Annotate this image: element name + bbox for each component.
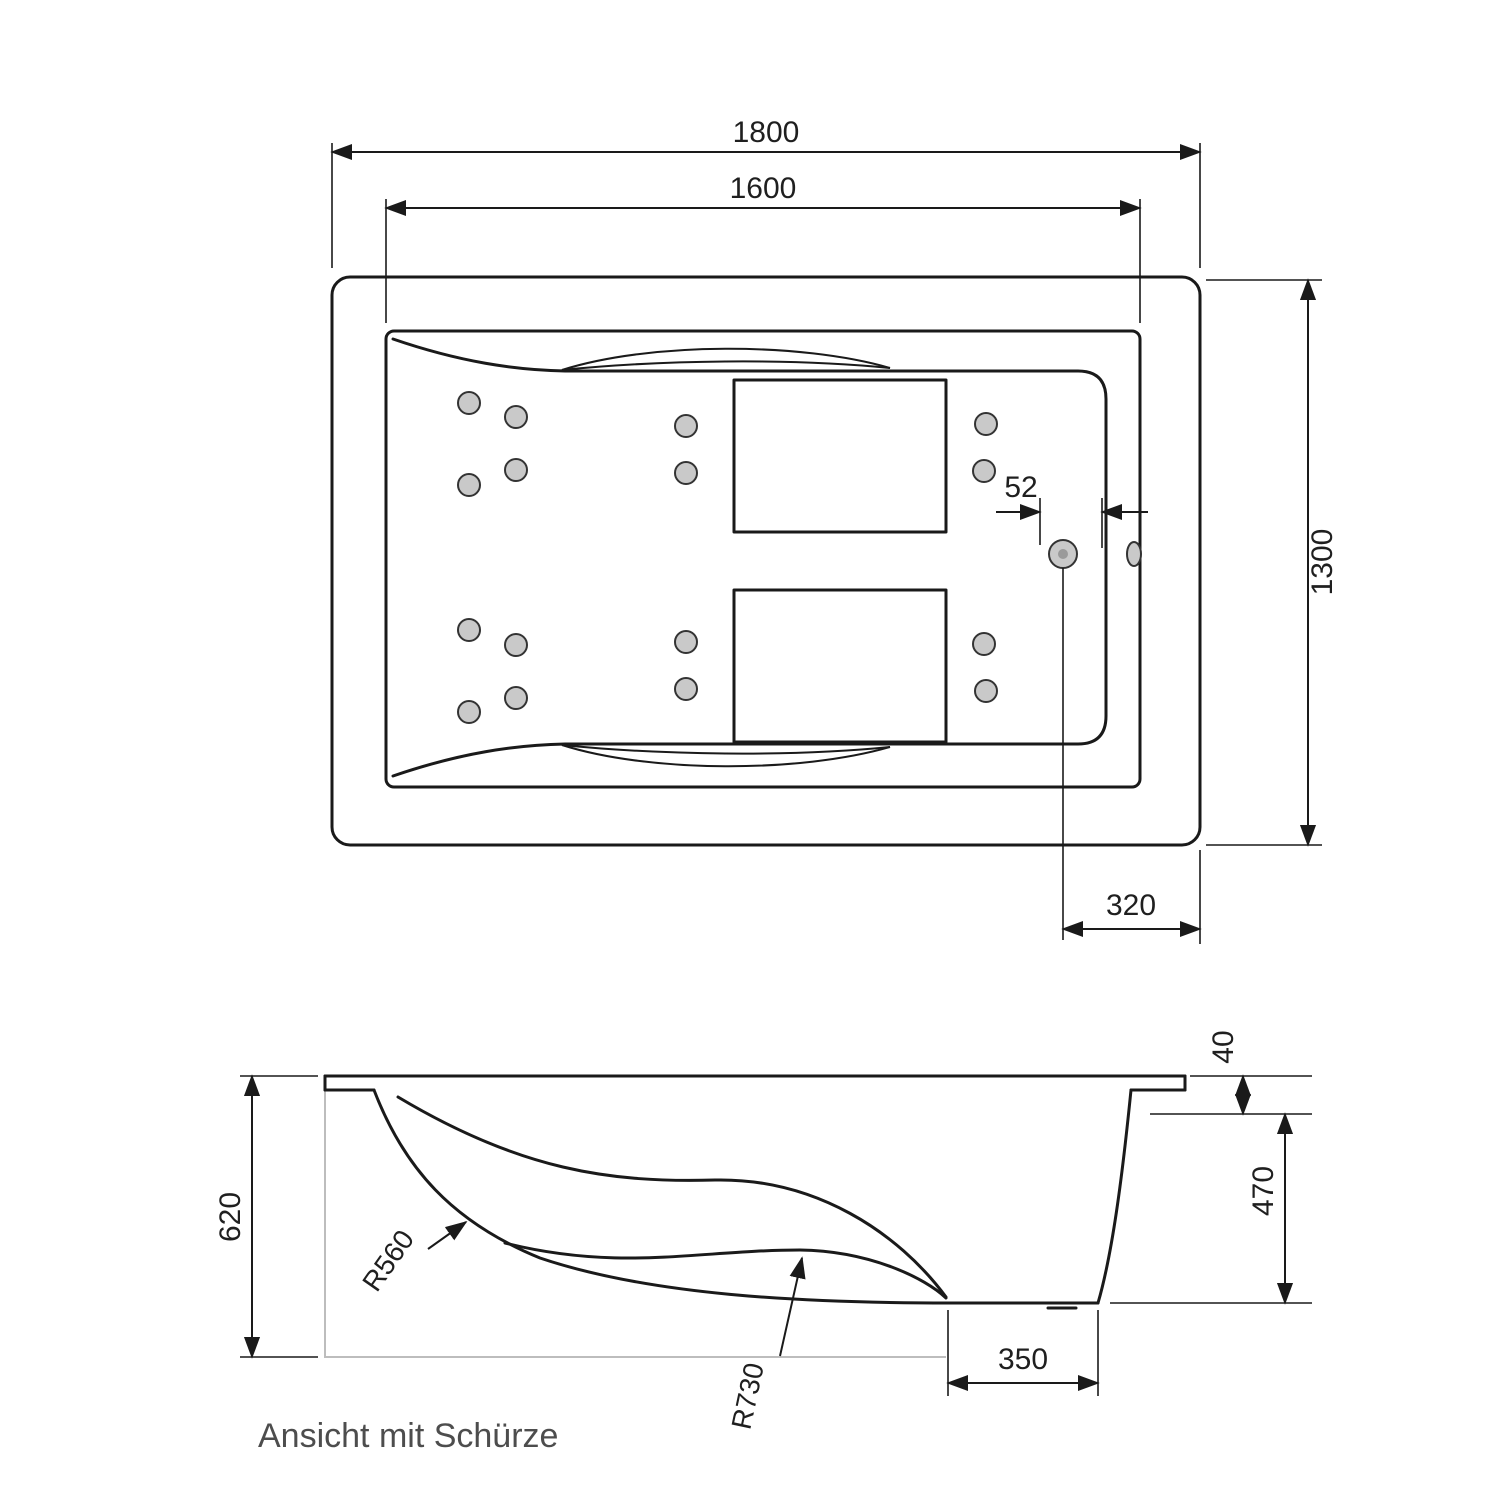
jet-nozzle	[972, 632, 996, 656]
seat-pad-bottom	[732, 588, 948, 744]
headrest-crescent-bottom-chord	[561, 744, 891, 755]
jet-nozzle	[504, 405, 528, 429]
side-view: 620 40 470 350 R560	[214, 1030, 1312, 1455]
dim-470-label: 470	[1247, 1166, 1280, 1216]
jet-nozzle	[972, 459, 996, 483]
dim-620: 620	[214, 1074, 318, 1359]
jet-nozzle	[457, 391, 481, 415]
radius-560: R560	[356, 1220, 468, 1297]
dim-470: 470	[1110, 1112, 1312, 1305]
dim-40-label: 40	[1207, 1030, 1240, 1063]
tub-inner-rim	[384, 329, 1142, 789]
dim-1300: 1300	[1206, 278, 1339, 847]
dim-1800: 1800	[330, 116, 1202, 268]
jet-nozzle	[674, 677, 698, 701]
radius-730-label: R730	[726, 1360, 770, 1432]
jet-nozzles	[457, 391, 998, 724]
jet-nozzle	[974, 412, 998, 436]
dim-350-label: 350	[998, 1343, 1048, 1376]
jet-nozzle	[674, 461, 698, 485]
seat-pad-top	[732, 378, 948, 534]
dim-52-label: 52	[1004, 471, 1037, 504]
jet-nozzle	[674, 414, 698, 438]
profile-seat-upper-wave	[396, 1095, 948, 1299]
drain-group	[1048, 539, 1142, 569]
apron-outline	[324, 1090, 946, 1358]
headrest-crescent-top-chord	[561, 360, 891, 371]
dim-620-label: 620	[214, 1192, 247, 1242]
dim-40: 40	[1150, 1030, 1312, 1116]
dim-320-label: 320	[1106, 889, 1156, 922]
dim-350: 350	[946, 1310, 1100, 1396]
basin-wall	[391, 337, 1108, 778]
dim-1300-label: 1300	[1306, 529, 1339, 596]
headrest-crescent-top	[561, 347, 891, 371]
drain-core	[1058, 549, 1068, 559]
view-caption: Ansicht mit Schürze	[258, 1417, 558, 1455]
profile-seat-lower-wave	[503, 1241, 948, 1300]
jet-nozzle	[974, 679, 998, 703]
jet-nozzle	[457, 700, 481, 724]
dim-320: 320	[1061, 568, 1202, 944]
jet-nozzle	[457, 618, 481, 642]
radius-560-label: R560	[356, 1224, 420, 1297]
jet-nozzle	[504, 458, 528, 482]
headrest-crescent-bottom	[561, 744, 891, 768]
tub-outer-rect	[330, 275, 1202, 847]
overflow-icon	[1126, 541, 1142, 567]
dim-1800-label: 1800	[733, 116, 800, 149]
dim-52: 52	[996, 471, 1148, 548]
jet-nozzle	[674, 630, 698, 654]
jet-nozzle	[457, 473, 481, 497]
jet-nozzle	[504, 686, 528, 710]
top-view: 1800 1600 1300 52 320	[330, 116, 1339, 944]
profile-right-wall	[1096, 1088, 1133, 1305]
radius-730: R730	[726, 1256, 806, 1432]
dim-1600-label: 1600	[730, 172, 797, 205]
jet-nozzle	[504, 633, 528, 657]
dim-1600: 1600	[384, 172, 1142, 323]
profile-back-curve	[372, 1088, 1100, 1305]
